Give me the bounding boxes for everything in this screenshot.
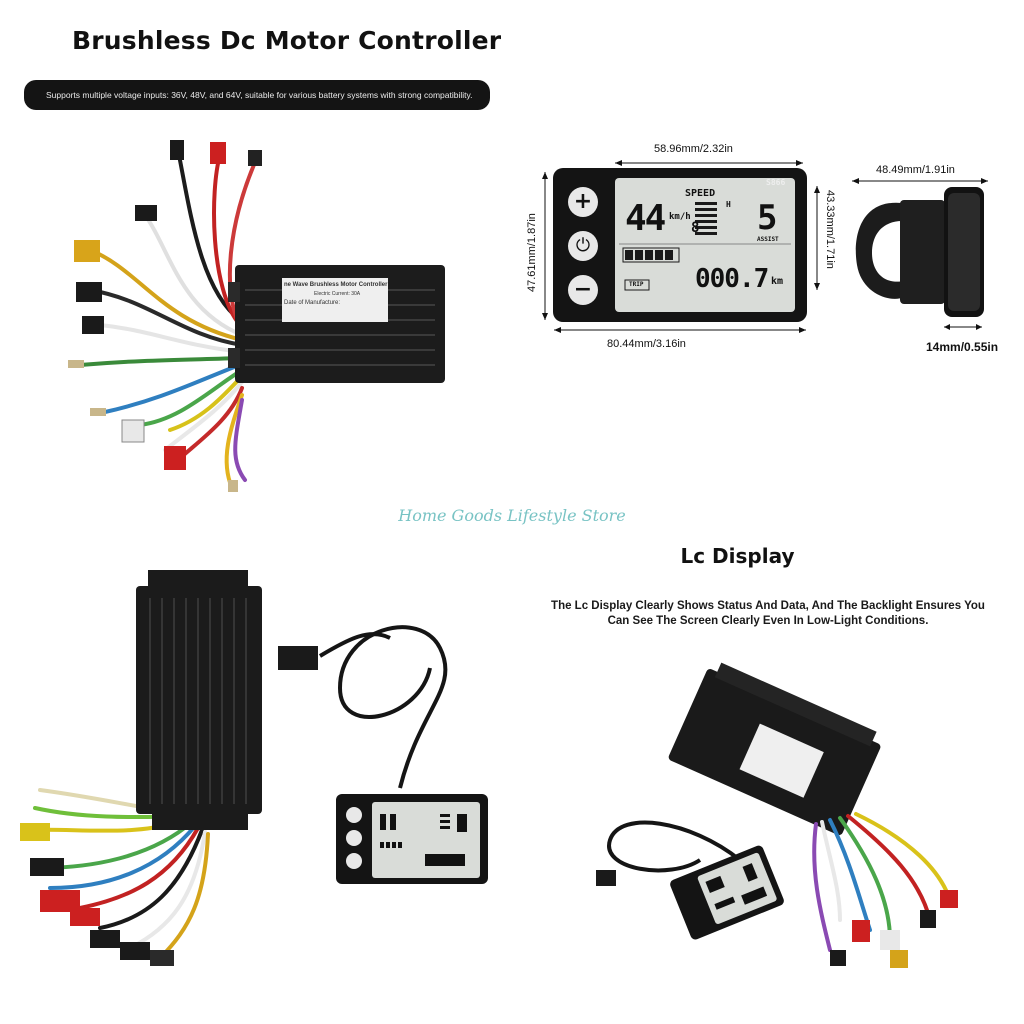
dim-left-height: 47.61mm/1.87in xyxy=(526,213,538,292)
assist-label: ASSIST xyxy=(757,236,779,243)
lc-display-description: The Lc Display Clearly Shows Status And … xyxy=(551,600,985,627)
controller-label-line3: Date of Manufacture: xyxy=(284,300,341,306)
model-label: S866 xyxy=(766,178,786,187)
store-watermark: Home Goods Lifestyle Store xyxy=(398,506,626,525)
lc-display-product-image xyxy=(596,662,958,968)
dim-bottom-width: 80.44mm/3.16in xyxy=(607,338,686,350)
odo-unit: km xyxy=(771,276,784,287)
sub-value: 8 xyxy=(691,220,700,236)
controller-label: ne Wave Brushless Motor Controller Elect… xyxy=(284,281,388,308)
power-button[interactable]: ⏻ xyxy=(575,235,591,256)
trip-label: TRIP xyxy=(629,281,644,288)
dim-right-height: 43.33mm/1.71in xyxy=(824,190,836,269)
dim-depth-arrow xyxy=(944,324,982,330)
dim-side-width: 48.49mm/1.91in xyxy=(876,164,955,176)
lc-display-title: Lc Display xyxy=(680,544,795,568)
dim-side-arrow xyxy=(852,178,988,184)
display-side-image xyxy=(855,187,984,317)
assist-value: 5 xyxy=(757,198,778,238)
h-label: H xyxy=(726,200,731,209)
controller-and-display-image xyxy=(20,570,488,966)
speed-unit: km/h xyxy=(669,212,691,222)
odo-value: 000.7 xyxy=(695,264,769,294)
banner-text: Supports multiple voltage inputs: 36V, 4… xyxy=(46,90,473,100)
dim-left-arrow xyxy=(542,172,548,320)
plus-button[interactable]: + xyxy=(573,189,593,214)
minus-button[interactable]: − xyxy=(573,277,593,302)
controller-with-wires-image xyxy=(68,140,445,492)
dim-side-depth: 14mm/0.55in xyxy=(926,340,999,354)
dim-right-arrow xyxy=(814,186,820,290)
speed-value: 44 xyxy=(625,198,666,239)
controller-label-line1: ne Wave Brushless Motor Controller xyxy=(284,282,388,288)
dim-top-width: 58.96mm/2.32in xyxy=(654,143,733,155)
display-front-image xyxy=(553,168,807,322)
voltage-banner: Supports multiple voltage inputs: 36V, 4… xyxy=(24,80,490,110)
dim-bottom-arrow xyxy=(554,327,806,333)
speed-label: SPEED xyxy=(685,188,716,199)
controller-label-line2: Electric Current: 30A xyxy=(314,291,361,297)
display-front-ui: + ⏻ − SPEED S866 44 km/h 8 H 5 ASSIST TR… xyxy=(553,168,807,322)
dim-top-arrow xyxy=(615,160,803,166)
page-title: Brushless Dc Motor Controller xyxy=(72,26,502,55)
